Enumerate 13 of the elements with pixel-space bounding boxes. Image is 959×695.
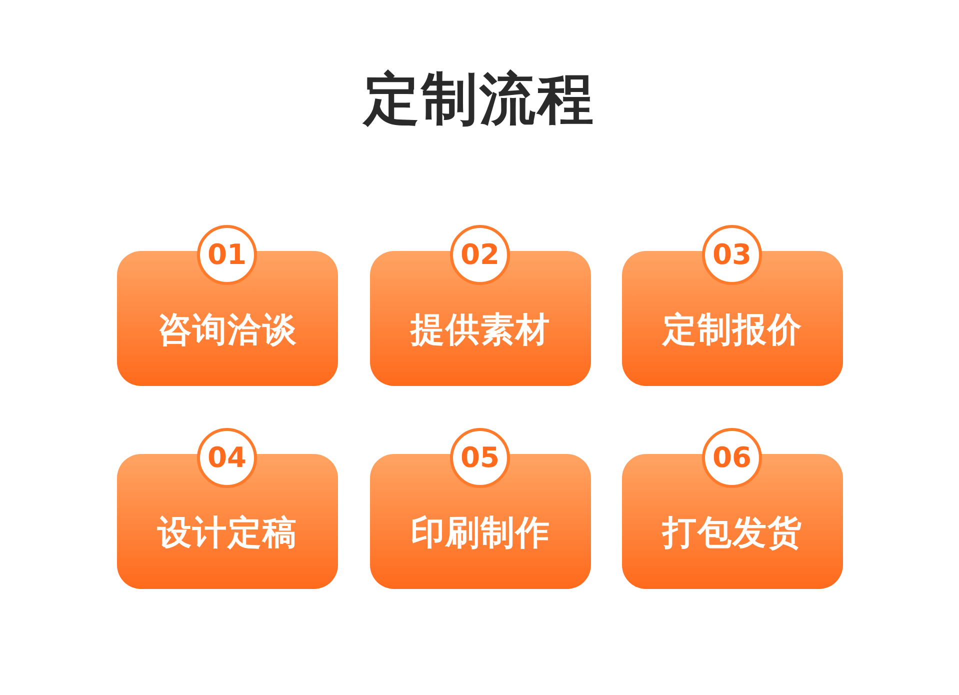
- step-label: 定制报价: [662, 310, 802, 350]
- step-number-badge: 04: [197, 428, 257, 488]
- step-label: 打包发货: [662, 513, 802, 553]
- step-label: 设计定稿: [158, 513, 298, 553]
- step-number-badge: 02: [450, 225, 510, 285]
- step-label: 印刷制作: [410, 513, 550, 553]
- step-number-badge: 03: [702, 225, 762, 285]
- step-label: 咨询洽谈: [158, 310, 298, 350]
- step-number-badge: 06: [702, 428, 762, 488]
- step-number-badge: 05: [450, 428, 510, 488]
- step-label: 提供素材: [410, 310, 550, 350]
- step-number-badge: 01: [197, 225, 257, 285]
- page-title: 定制流程: [364, 67, 596, 132]
